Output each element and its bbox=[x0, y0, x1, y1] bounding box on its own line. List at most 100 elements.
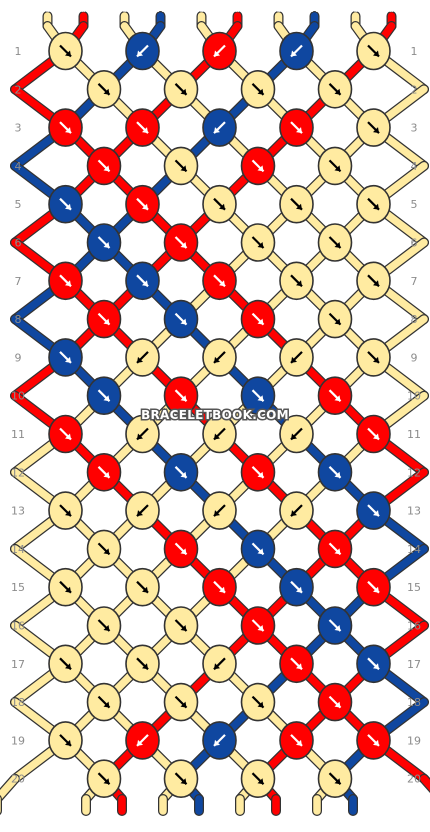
row-number-left: 20 bbox=[11, 773, 25, 786]
knot bbox=[317, 376, 353, 416]
watermark: BRACELETBOOK.COM bbox=[141, 408, 289, 422]
row-number-left: 11 bbox=[11, 428, 25, 441]
strand-label-bottom: C bbox=[314, 816, 320, 825]
knot bbox=[317, 70, 353, 109]
knot bbox=[240, 146, 276, 186]
knot bbox=[163, 759, 199, 799]
row-number-left: 3 bbox=[15, 122, 22, 135]
knot bbox=[48, 414, 83, 454]
strand-out bbox=[420, 774, 430, 792]
knot bbox=[279, 184, 314, 224]
knot bbox=[279, 108, 314, 147]
knot bbox=[240, 223, 276, 262]
strand-label-top: B bbox=[81, 5, 87, 14]
knot bbox=[240, 376, 276, 416]
row-number-left: 14 bbox=[11, 543, 25, 556]
knot bbox=[317, 223, 353, 262]
knot bbox=[48, 644, 83, 684]
row-number-right: 3 bbox=[411, 122, 418, 135]
knot bbox=[202, 567, 237, 607]
knot bbox=[317, 682, 353, 722]
knot bbox=[86, 606, 122, 645]
knot bbox=[163, 606, 199, 645]
knot bbox=[356, 414, 391, 454]
knot bbox=[202, 491, 237, 530]
strand-label-bottom: C bbox=[83, 816, 89, 825]
row-number-right: 14 bbox=[407, 543, 421, 556]
row-number-right: 15 bbox=[407, 581, 421, 594]
knot bbox=[86, 529, 122, 569]
row-number-right: 9 bbox=[411, 351, 418, 364]
strand-label-top: B bbox=[235, 5, 241, 14]
knot bbox=[202, 108, 237, 147]
knot bbox=[356, 721, 391, 760]
knot bbox=[163, 376, 199, 416]
strand-out bbox=[0, 774, 19, 802]
row-number-right: 12 bbox=[407, 466, 421, 479]
knot bbox=[125, 414, 160, 454]
row-number-left: 7 bbox=[15, 275, 22, 288]
knot bbox=[279, 721, 314, 760]
row-number-left: 13 bbox=[11, 505, 25, 518]
knot bbox=[125, 338, 160, 377]
row-number-left: 6 bbox=[15, 237, 22, 250]
row-number-right: 17 bbox=[407, 658, 421, 671]
knot bbox=[86, 223, 122, 262]
knot bbox=[279, 491, 314, 530]
strand-label-top: C bbox=[276, 5, 282, 14]
strand-label-bottom: A bbox=[350, 816, 356, 825]
knot bbox=[279, 31, 314, 71]
knot bbox=[202, 338, 237, 377]
knot bbox=[163, 70, 199, 109]
knot-grid bbox=[48, 31, 391, 799]
knot bbox=[125, 31, 160, 71]
knot bbox=[240, 452, 276, 492]
knot bbox=[279, 644, 314, 684]
row-number-left: 5 bbox=[15, 198, 22, 211]
row-number-right: 18 bbox=[407, 696, 421, 709]
knot bbox=[86, 299, 122, 339]
knot bbox=[317, 529, 353, 569]
knot bbox=[163, 452, 199, 492]
row-number-left: 18 bbox=[11, 696, 25, 709]
knot bbox=[86, 682, 122, 722]
knot bbox=[240, 70, 276, 109]
knot bbox=[48, 338, 83, 377]
knot bbox=[202, 261, 237, 301]
strand-label-top: A bbox=[312, 5, 318, 14]
knot bbox=[125, 567, 160, 607]
row-number-right: 2 bbox=[411, 83, 418, 96]
knot bbox=[279, 414, 314, 454]
row-number-left: 17 bbox=[11, 658, 25, 671]
strand-label-top: B bbox=[389, 5, 395, 14]
knot bbox=[356, 184, 391, 224]
knot bbox=[163, 682, 199, 722]
row-number-right: 19 bbox=[407, 734, 421, 747]
knot bbox=[48, 567, 83, 607]
knot bbox=[48, 108, 83, 147]
knot bbox=[125, 184, 160, 224]
knot bbox=[163, 299, 199, 339]
knot bbox=[202, 721, 237, 760]
knot bbox=[240, 759, 276, 799]
knot bbox=[202, 184, 237, 224]
row-number-left: 16 bbox=[11, 620, 25, 633]
row-number-right: 20 bbox=[407, 773, 421, 786]
knot bbox=[317, 299, 353, 339]
knot bbox=[125, 491, 160, 530]
strand-label-bottom: A bbox=[196, 816, 202, 825]
knot bbox=[317, 759, 353, 799]
knot bbox=[317, 606, 353, 645]
row-number-left: 9 bbox=[15, 351, 22, 364]
row-number-right: 11 bbox=[407, 428, 421, 441]
strand-label-bottom: C bbox=[119, 816, 125, 825]
row-number-left: 12 bbox=[11, 466, 25, 479]
knot bbox=[163, 223, 199, 262]
strand-label-top: C bbox=[122, 5, 128, 14]
knot bbox=[125, 644, 160, 684]
knot bbox=[202, 31, 237, 71]
knot bbox=[279, 567, 314, 607]
knot bbox=[240, 529, 276, 569]
row-number-right: 5 bbox=[411, 198, 418, 211]
